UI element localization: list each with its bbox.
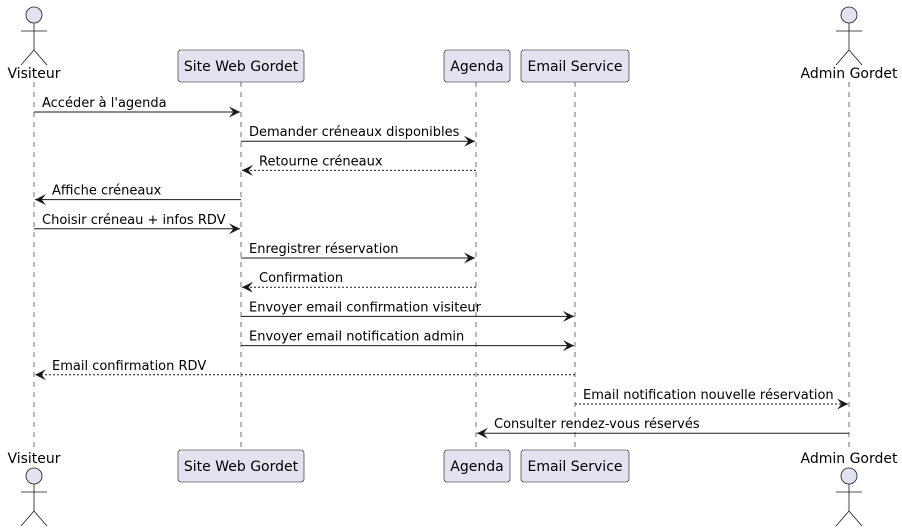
participant-label: Email Service xyxy=(527,59,622,75)
message-label: Retourne créneaux xyxy=(259,154,383,169)
message-label: Envoyer email notification admin xyxy=(249,330,464,345)
message-2: Demander créneaux disponibles xyxy=(241,125,475,147)
message-label: Consulter rendez-vous réservés xyxy=(494,417,700,432)
message-9: Envoyer email notification admin xyxy=(241,330,574,352)
participant-site-bottom: Site Web Gordet xyxy=(177,449,305,483)
message-10: Email confirmation RDV xyxy=(35,359,575,381)
participant-label: Agenda xyxy=(450,59,503,75)
person-icon xyxy=(20,6,48,66)
participant-box xyxy=(520,449,630,483)
message-12: Consulter rendez-vous réservés xyxy=(477,417,849,439)
participant-box xyxy=(520,49,630,83)
message-label: Accéder à l'agenda xyxy=(42,96,167,111)
message-5: Choisir créneau + infos RDV xyxy=(34,213,240,235)
message-label: Demander créneaux disponibles xyxy=(249,125,460,140)
message-11: Email notification nouvelle réservation xyxy=(575,388,848,410)
message-3: Retourne créneaux xyxy=(242,154,476,176)
actor-label: Visiteur xyxy=(7,451,60,467)
message-label: Email confirmation RDV xyxy=(52,359,206,374)
participant-label: Site Web Gordet xyxy=(184,59,299,75)
person-icon xyxy=(20,467,48,527)
participant-box xyxy=(177,49,305,83)
message-1: Accéder à l'agenda xyxy=(34,96,240,118)
actor-label: Admin Gordet xyxy=(801,66,898,82)
message-label: Enregistrer réservation xyxy=(249,242,399,257)
participant-box xyxy=(443,49,511,83)
message-label: Email notification nouvelle réservation xyxy=(583,388,834,403)
message-label: Envoyer email confirmation visiteur xyxy=(249,300,482,315)
message-label: Confirmation xyxy=(259,271,343,286)
actor-admin-top: Admin Gordet xyxy=(801,6,898,82)
participant-site-top: Site Web Gordet xyxy=(177,49,305,83)
actor-visiteur-bottom: Visiteur xyxy=(7,451,61,527)
participant-box xyxy=(177,449,305,483)
message-label: Affiche créneaux xyxy=(52,184,162,199)
participant-agenda-top: Agenda xyxy=(443,49,511,83)
message-6: Enregistrer réservation xyxy=(241,242,475,264)
actor-label: Visiteur xyxy=(7,66,60,82)
participant-box xyxy=(443,449,511,483)
participants-header: Visiteur Site Web Gordet Agenda Email Servi… xyxy=(7,6,898,83)
actor-admin-bottom: Admin Gordet xyxy=(801,451,898,527)
message-8: Envoyer email confirmation visiteur xyxy=(241,300,574,322)
message-label: Choisir créneau + infos RDV xyxy=(42,213,226,228)
person-icon xyxy=(835,6,863,66)
participant-label: Site Web Gordet xyxy=(184,459,299,475)
person-icon xyxy=(835,467,863,527)
participant-agenda-bottom: Agenda xyxy=(443,449,511,483)
participant-email-bottom: Email Service xyxy=(520,449,630,483)
actor-visiteur-top: Visiteur xyxy=(7,6,61,82)
participant-email-top: Email Service xyxy=(520,49,630,83)
message-7: Confirmation xyxy=(242,271,476,293)
participant-label: Email Service xyxy=(527,459,622,475)
participant-label: Agenda xyxy=(450,459,503,475)
lifelines xyxy=(33,82,850,450)
message-4: Affiche créneaux xyxy=(35,184,241,206)
actor-label: Admin Gordet xyxy=(801,451,898,467)
